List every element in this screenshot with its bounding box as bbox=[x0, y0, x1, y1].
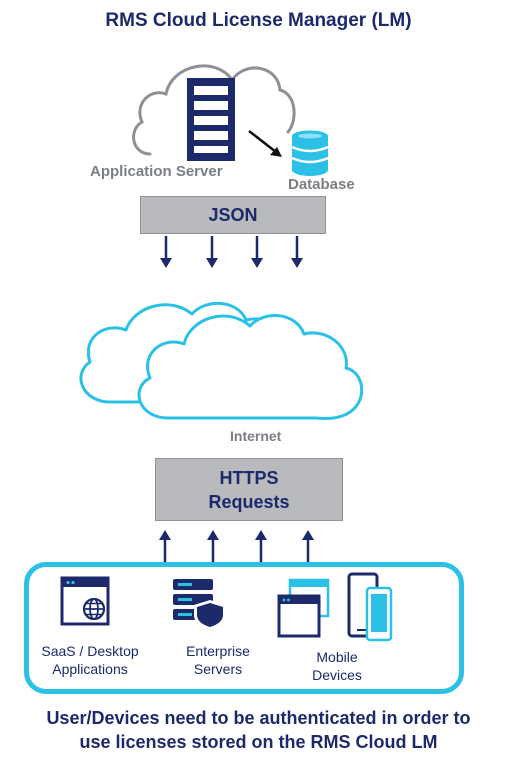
client-label-mobile-line1: Mobile bbox=[316, 649, 358, 665]
https-requests-box: HTTPS Requests bbox=[155, 458, 343, 521]
diagram-title: RMS Cloud License Manager (LM) bbox=[105, 10, 412, 31]
down-arrows bbox=[150, 236, 320, 270]
client-label-mobile: Mobile Devices bbox=[290, 648, 384, 684]
client-label-saas-line1: SaaS / Desktop bbox=[41, 643, 139, 659]
application-server-icon bbox=[186, 77, 236, 162]
internet-cloud-icon bbox=[70, 292, 370, 427]
https-box-line2: Requests bbox=[208, 491, 290, 512]
up-arrows bbox=[150, 530, 320, 564]
server-to-database-arrow bbox=[246, 128, 286, 160]
web-app-globe-icon bbox=[60, 576, 110, 626]
database-label: Database bbox=[288, 176, 355, 193]
client-label-saas: SaaS / Desktop Applications bbox=[28, 642, 152, 678]
mobile-devices-icon bbox=[277, 572, 397, 644]
footer-caption: User/Devices need to be authenticated in… bbox=[0, 706, 517, 754]
database-icon bbox=[291, 130, 329, 176]
client-label-enterprise: Enterprise Servers bbox=[156, 642, 280, 678]
application-server-label: Application Server bbox=[90, 163, 223, 180]
footer-line1: User/Devices need to be authenticated in… bbox=[46, 708, 471, 728]
client-label-saas-line2: Applications bbox=[52, 661, 128, 677]
json-box: JSON bbox=[140, 196, 326, 234]
client-label-mobile-line2: Devices bbox=[312, 667, 362, 683]
client-label-enterprise-line1: Enterprise bbox=[186, 643, 250, 659]
top-cloud-icon bbox=[128, 42, 298, 167]
server-shield-icon bbox=[172, 578, 228, 630]
json-box-label: JSON bbox=[208, 204, 258, 225]
footer-line2: use licenses stored on the RMS Cloud LM bbox=[79, 732, 438, 752]
internet-label: Internet bbox=[230, 428, 282, 444]
client-label-enterprise-line2: Servers bbox=[193, 661, 243, 677]
https-box-line1: HTTPS bbox=[219, 467, 279, 488]
